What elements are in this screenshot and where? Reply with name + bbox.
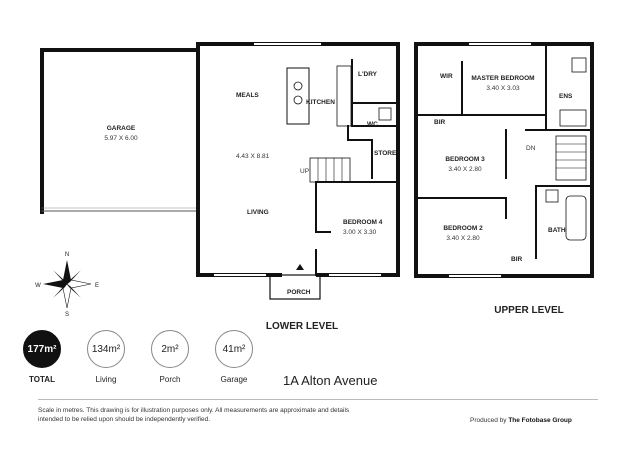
bedroom4-label: BEDROOM 4 [343,219,383,226]
stat-total-caption: TOTAL [29,375,55,384]
bedroom3-label: BEDROOM 3 [445,156,485,163]
stat-living-caption: Living [95,375,117,384]
stat-total: 177m² TOTAL [22,330,62,384]
garage-dims: 5.97 X 6.00 [104,135,138,142]
credit-line: Produced by The Fotobase Group [470,417,572,424]
porch-label: PORCH [287,289,311,296]
laundry-label: L'DRY [358,71,378,78]
ensuite-label: ENS [559,93,573,100]
bedroom3-dims: 3.40 X 2.80 [448,166,482,173]
bedroom2-label: BEDROOM 2 [443,225,483,232]
bir-top-label: BIR [434,119,446,126]
stat-porch-value: 2m² [151,330,189,368]
bir-bottom-label: BIR [511,256,523,263]
stat-porch: 2m² Porch [150,330,190,384]
master-bedroom-dims: 3.40 X 3.03 [486,85,520,92]
stat-living: 134m² Living [86,330,126,384]
garage-label: GARAGE [107,125,136,132]
bath-label: BATH [548,227,566,234]
compass-w: W [35,283,41,289]
master-bedroom-label: MASTER BEDROOM [471,75,534,82]
kitchen-label: KITCHEN [306,99,335,106]
bedroom4-dims: 3.00 X 3.30 [343,229,377,236]
property-address: 1A Alton Avenue [283,373,378,388]
compass-s: S [65,312,69,318]
bedroom2-dims: 3.40 X 2.80 [446,235,480,242]
wc-label: WC [367,121,378,128]
stat-garage: 41m² Garage [214,330,254,384]
living-dims: 4.43 X 8.81 [236,153,270,160]
stat-porch-caption: Porch [159,375,181,384]
stat-garage-caption: Garage [220,375,248,384]
lower-level-title: LOWER LEVEL [266,321,338,330]
meals-label: MEALS [236,92,259,99]
floor-plan: GARAGE 5.97 X 6.00 MEALS KITCHEN 4.43 X … [35,42,594,330]
stat-garage-value: 41m² [215,330,253,368]
stair-down-label: DN [526,145,536,152]
disclaimer-text: Scale in metres. This drawing is for ill… [38,407,350,423]
footer-divider [38,399,598,400]
store-label: STORE [374,150,397,157]
wir-label: WIR [440,73,453,80]
upper-level-title: UPPER LEVEL [494,305,563,316]
credit-company: The Fotobase Group [508,417,572,424]
stat-living-value: 134m² [87,330,125,368]
lower-level-walls [196,42,400,277]
stair-up-label: UP [300,168,309,175]
compass-icon [43,260,92,309]
living-label: LIVING [247,209,269,216]
credit-prefix: Produced by [470,417,507,424]
area-stats: 177m² TOTAL 134m² Living 2m² Porch 41m² … [22,330,282,400]
upper-level-walls [414,42,594,278]
stat-total-value: 177m² [23,330,61,368]
compass-n: N [65,252,69,258]
porch-outline [269,264,321,300]
compass-e: E [95,283,99,289]
